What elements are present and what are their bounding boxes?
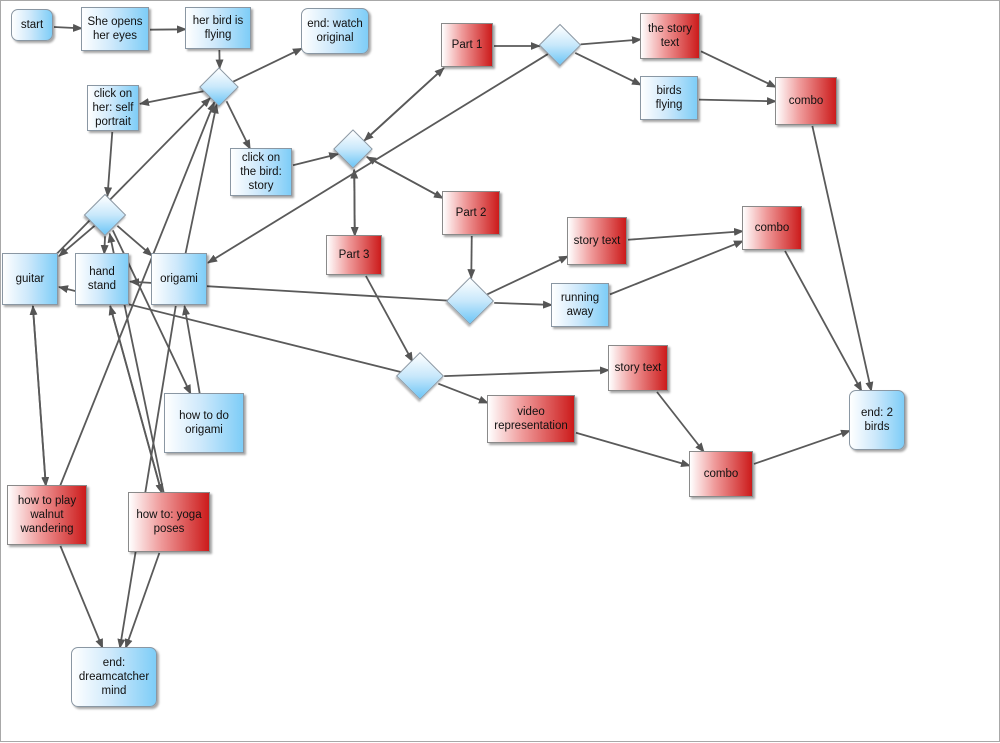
edge-the_story_text-to-combo1 <box>701 51 776 87</box>
edge-d4-to-birds_flying <box>575 53 641 85</box>
node-origami[interactable]: origami <box>151 253 207 305</box>
edge-how_to_play-to-guitar <box>33 306 46 486</box>
edge-part2-to-d3 <box>367 157 443 198</box>
edge-part3-to-d3 <box>354 170 355 236</box>
edge-yoga_poses-to-dreamcatcher <box>126 553 160 648</box>
node-story-text-3[interactable]: story text <box>608 345 668 391</box>
node-birds-flying[interactable]: birds flying <box>640 76 698 120</box>
node-how-to-play-walnut-wandering[interactable]: how to play walnut wandering <box>7 485 87 545</box>
edge-combo3-to-end_2_birds <box>754 431 850 464</box>
node-start[interactable]: start <box>11 9 53 41</box>
node-guitar[interactable]: guitar <box>2 253 58 305</box>
edge-click_bird_story-to-d3 <box>293 154 338 165</box>
node-end-2-birds[interactable]: end: 2 birds <box>849 390 905 450</box>
node-part-3[interactable]: Part 3 <box>326 235 382 275</box>
node-how-to-yoga-poses[interactable]: how to: yoga poses <box>128 492 210 552</box>
node-end-watch-original[interactable]: end: watch original <box>301 8 369 54</box>
node-how-to-do-origami[interactable]: how to do origami <box>164 393 244 453</box>
node-she-opens-her-eyes[interactable]: She opens her eyes <box>81 7 149 51</box>
node-story-text-2[interactable]: story text <box>567 217 627 265</box>
node-combo-2[interactable]: combo <box>742 206 802 250</box>
edge-part1-to-d3 <box>364 68 444 141</box>
edge-how_to_play-to-dreamcatcher <box>60 546 102 648</box>
edge-yoga_poses-to-hand_stand <box>110 306 162 493</box>
edge-combo2-to-end_2_birds <box>785 251 862 391</box>
edge-birds_flying-to-combo1 <box>699 100 776 102</box>
node-hand-stand[interactable]: hand stand <box>75 253 129 305</box>
edge-origami-to-dreamcatcher <box>120 306 176 648</box>
node-combo-1[interactable]: combo <box>775 77 837 125</box>
edge-running_away-to-combo2 <box>610 241 743 294</box>
node-part-1[interactable]: Part 1 <box>441 23 493 67</box>
node-her-bird-is-flying[interactable]: her bird is flying <box>185 7 251 49</box>
edge-d5-to-running_away <box>494 303 552 305</box>
node-click-on-her-self-portrait[interactable]: click on her: self portrait <box>87 85 139 131</box>
edge-d1-to-click_bird_story <box>227 101 251 149</box>
edge-combo1-to-end_2_birds <box>812 126 871 391</box>
edge-d2-to-hand_stand <box>104 236 105 254</box>
edge-self_portrait-to-d2 <box>107 132 112 196</box>
node-click-on-the-bird-story[interactable]: click on the bird: story <box>230 148 292 196</box>
edge-part3-to-d6 <box>366 276 413 361</box>
edge-d6-to-story_text3 <box>444 370 609 376</box>
node-running-away[interactable]: running away <box>551 283 609 327</box>
edge-story_text3-to-combo3 <box>657 392 704 452</box>
node-the-story-text[interactable]: the story text <box>640 13 700 59</box>
node-part-2[interactable]: Part 2 <box>442 191 500 235</box>
edge-d4-to-the_story_text <box>581 39 641 44</box>
edge-story_text2-to-combo2 <box>628 231 743 240</box>
edge-d2-to-guitar <box>59 226 95 256</box>
node-end-dreamcatcher-mind[interactable]: end: dreamcatcher mind <box>71 647 157 707</box>
edge-origami-to-d1 <box>185 104 216 254</box>
node-video-representation[interactable]: video representation <box>487 395 575 443</box>
edge-start-to-opens_eyes <box>54 27 82 28</box>
edge-d6-to-video_rep <box>438 384 488 403</box>
edge-d1-to-self_portrait <box>140 91 203 104</box>
node-combo-3[interactable]: combo <box>689 451 753 497</box>
edge-video_rep-to-combo3 <box>576 433 690 466</box>
edge-d1-to-watch_original <box>233 48 302 81</box>
